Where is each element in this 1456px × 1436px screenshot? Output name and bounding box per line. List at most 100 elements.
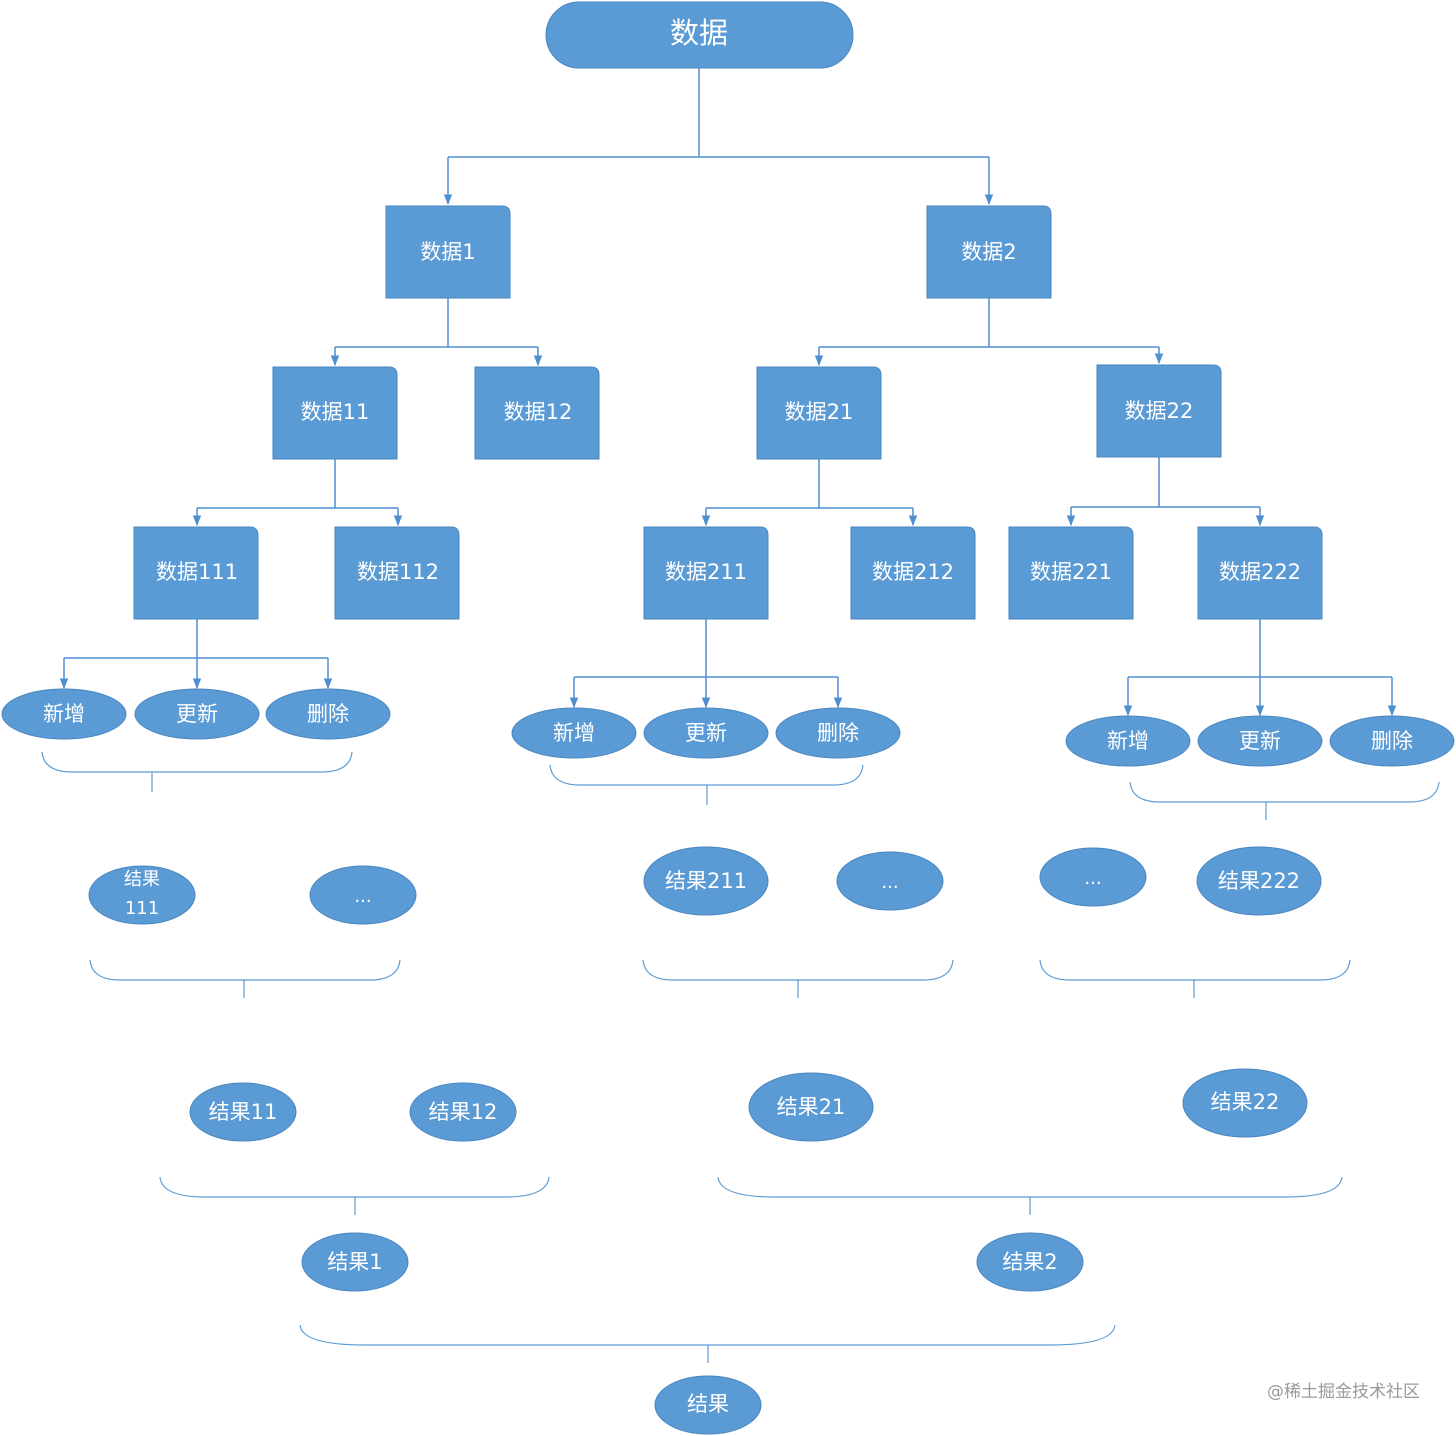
result-22: 结果22 [1182, 1068, 1308, 1138]
connector-data21 [706, 459, 913, 509]
op-update-211: 更新 [643, 707, 769, 759]
node-data212-label: 数据212 [872, 560, 954, 584]
brace-ops-111 [41, 751, 353, 792]
ops-222: 新增 更新 删除 [1065, 715, 1455, 767]
result-ellipsis-3: ... [1039, 847, 1147, 907]
leaf-results: 结果 111 ... 结果211 ... ... 结果222 [88, 846, 1322, 925]
node-data21: 数据21 [756, 366, 882, 460]
result-12-label: 结果12 [429, 1100, 498, 1124]
result-222-label: 结果222 [1218, 869, 1300, 893]
ops-111: 新增 更新 删除 [1, 688, 391, 740]
op-add-222: 新增 [1065, 715, 1191, 767]
result-ellipsis-2: ... [836, 851, 944, 911]
result-21-label: 结果21 [777, 1095, 846, 1119]
connector-data211 [574, 619, 838, 678]
op-update-111: 更新 [134, 688, 260, 740]
braces [41, 751, 1440, 1363]
op-update-211-label: 更新 [685, 721, 727, 745]
op-delete-211-label: 删除 [817, 721, 859, 745]
result-111-line1: 结果 [124, 869, 160, 890]
node-data222: 数据222 [1197, 526, 1323, 620]
node-data112-label: 数据112 [357, 560, 439, 584]
result-211: 结果211 [643, 846, 769, 916]
node-data11: 数据11 [272, 366, 398, 460]
level1-nodes: 数据1 数据2 [385, 205, 1052, 299]
brace-leaf-222 [1039, 959, 1351, 998]
result-22-label: 结果22 [1211, 1090, 1280, 1114]
connector-root [448, 68, 989, 158]
connector-data22 [1071, 457, 1260, 508]
brace-mid-1 [159, 1176, 550, 1215]
node-data2: 数据2 [926, 205, 1052, 299]
brace-ops-222 [1129, 781, 1440, 820]
node-data211-label: 数据211 [665, 560, 747, 584]
node-data1-label: 数据1 [420, 240, 475, 264]
node-data11-label: 数据11 [301, 400, 370, 424]
connector-data1 [335, 298, 538, 348]
node-data221-label: 数据221 [1030, 560, 1112, 584]
node-data21-label: 数据21 [785, 400, 854, 424]
node-data12-label: 数据12 [504, 400, 573, 424]
brace-ops-211 [549, 764, 864, 805]
op-update-222-label: 更新 [1239, 729, 1281, 753]
op-add-111: 新增 [1, 688, 127, 740]
brace-final [299, 1324, 1116, 1363]
node-data22: 数据22 [1096, 364, 1222, 458]
result-111: 结果 111 [88, 865, 196, 925]
result-2: 结果2 [976, 1232, 1084, 1292]
brace-mid-2 [717, 1176, 1343, 1215]
node-data221: 数据221 [1008, 526, 1134, 620]
connector-data2 [819, 298, 1159, 348]
node-data211: 数据211 [643, 526, 769, 620]
op-add-211-label: 新增 [553, 721, 595, 745]
node-data222-label: 数据222 [1219, 560, 1301, 584]
node-data2-label: 数据2 [961, 240, 1016, 264]
node-data111: 数据111 [133, 526, 259, 620]
op-delete-211: 删除 [775, 707, 901, 759]
result-111-line2: 111 [125, 898, 159, 919]
node-data111-label: 数据111 [156, 560, 238, 584]
result-222: 结果222 [1196, 846, 1322, 916]
brace-leaf-111 [89, 959, 401, 998]
op-delete-222-label: 删除 [1371, 729, 1413, 753]
result-12: 结果12 [409, 1082, 517, 1142]
root-label: 数据 [670, 16, 728, 50]
connector-data111 [64, 619, 328, 659]
top-results: 结果1 结果2 [301, 1232, 1084, 1292]
node-data22-label: 数据22 [1125, 399, 1194, 423]
op-add-222-label: 新增 [1107, 729, 1149, 753]
result-ellipsis-1: ... [309, 865, 417, 925]
connectors [59, 68, 1397, 717]
result-11: 结果11 [189, 1082, 297, 1142]
result-ellipsis-3-label: ... [1084, 868, 1101, 889]
connector-data222 [1128, 619, 1392, 678]
op-delete-111-label: 删除 [307, 702, 349, 726]
result-1-label: 结果1 [327, 1250, 382, 1274]
op-delete-222: 删除 [1329, 715, 1455, 767]
brace-leaf-211 [642, 959, 954, 998]
result-1: 结果1 [301, 1232, 409, 1292]
result-11-label: 结果11 [209, 1100, 278, 1124]
op-update-222: 更新 [1197, 715, 1323, 767]
connector-data11 [197, 459, 398, 509]
op-delete-111: 删除 [265, 688, 391, 740]
node-data112: 数据112 [334, 526, 460, 620]
result-211-label: 结果211 [665, 869, 747, 893]
op-add-111-label: 新增 [43, 702, 85, 726]
result-ellipsis-2-label: ... [881, 872, 898, 893]
op-add-211: 新增 [511, 707, 637, 759]
watermark: @稀土掘金技术社区 [1267, 1382, 1420, 1402]
result-21: 结果21 [748, 1072, 874, 1142]
op-update-111-label: 更新 [176, 702, 218, 726]
level3-nodes: 数据111 数据112 数据211 数据212 数据221 数据222 [133, 526, 1323, 620]
node-data1: 数据1 [385, 205, 511, 299]
node-data212: 数据212 [850, 526, 976, 620]
node-data12: 数据12 [474, 366, 600, 460]
result-2-label: 结果2 [1002, 1250, 1057, 1274]
final-result-label: 结果 [687, 1392, 729, 1416]
final-result: 结果 [654, 1375, 762, 1435]
ops-211: 新增 更新 删除 [511, 707, 901, 759]
level2-nodes: 数据11 数据12 数据21 数据22 [272, 364, 1222, 460]
mid-results: 结果11 结果12 结果21 结果22 [189, 1068, 1308, 1142]
